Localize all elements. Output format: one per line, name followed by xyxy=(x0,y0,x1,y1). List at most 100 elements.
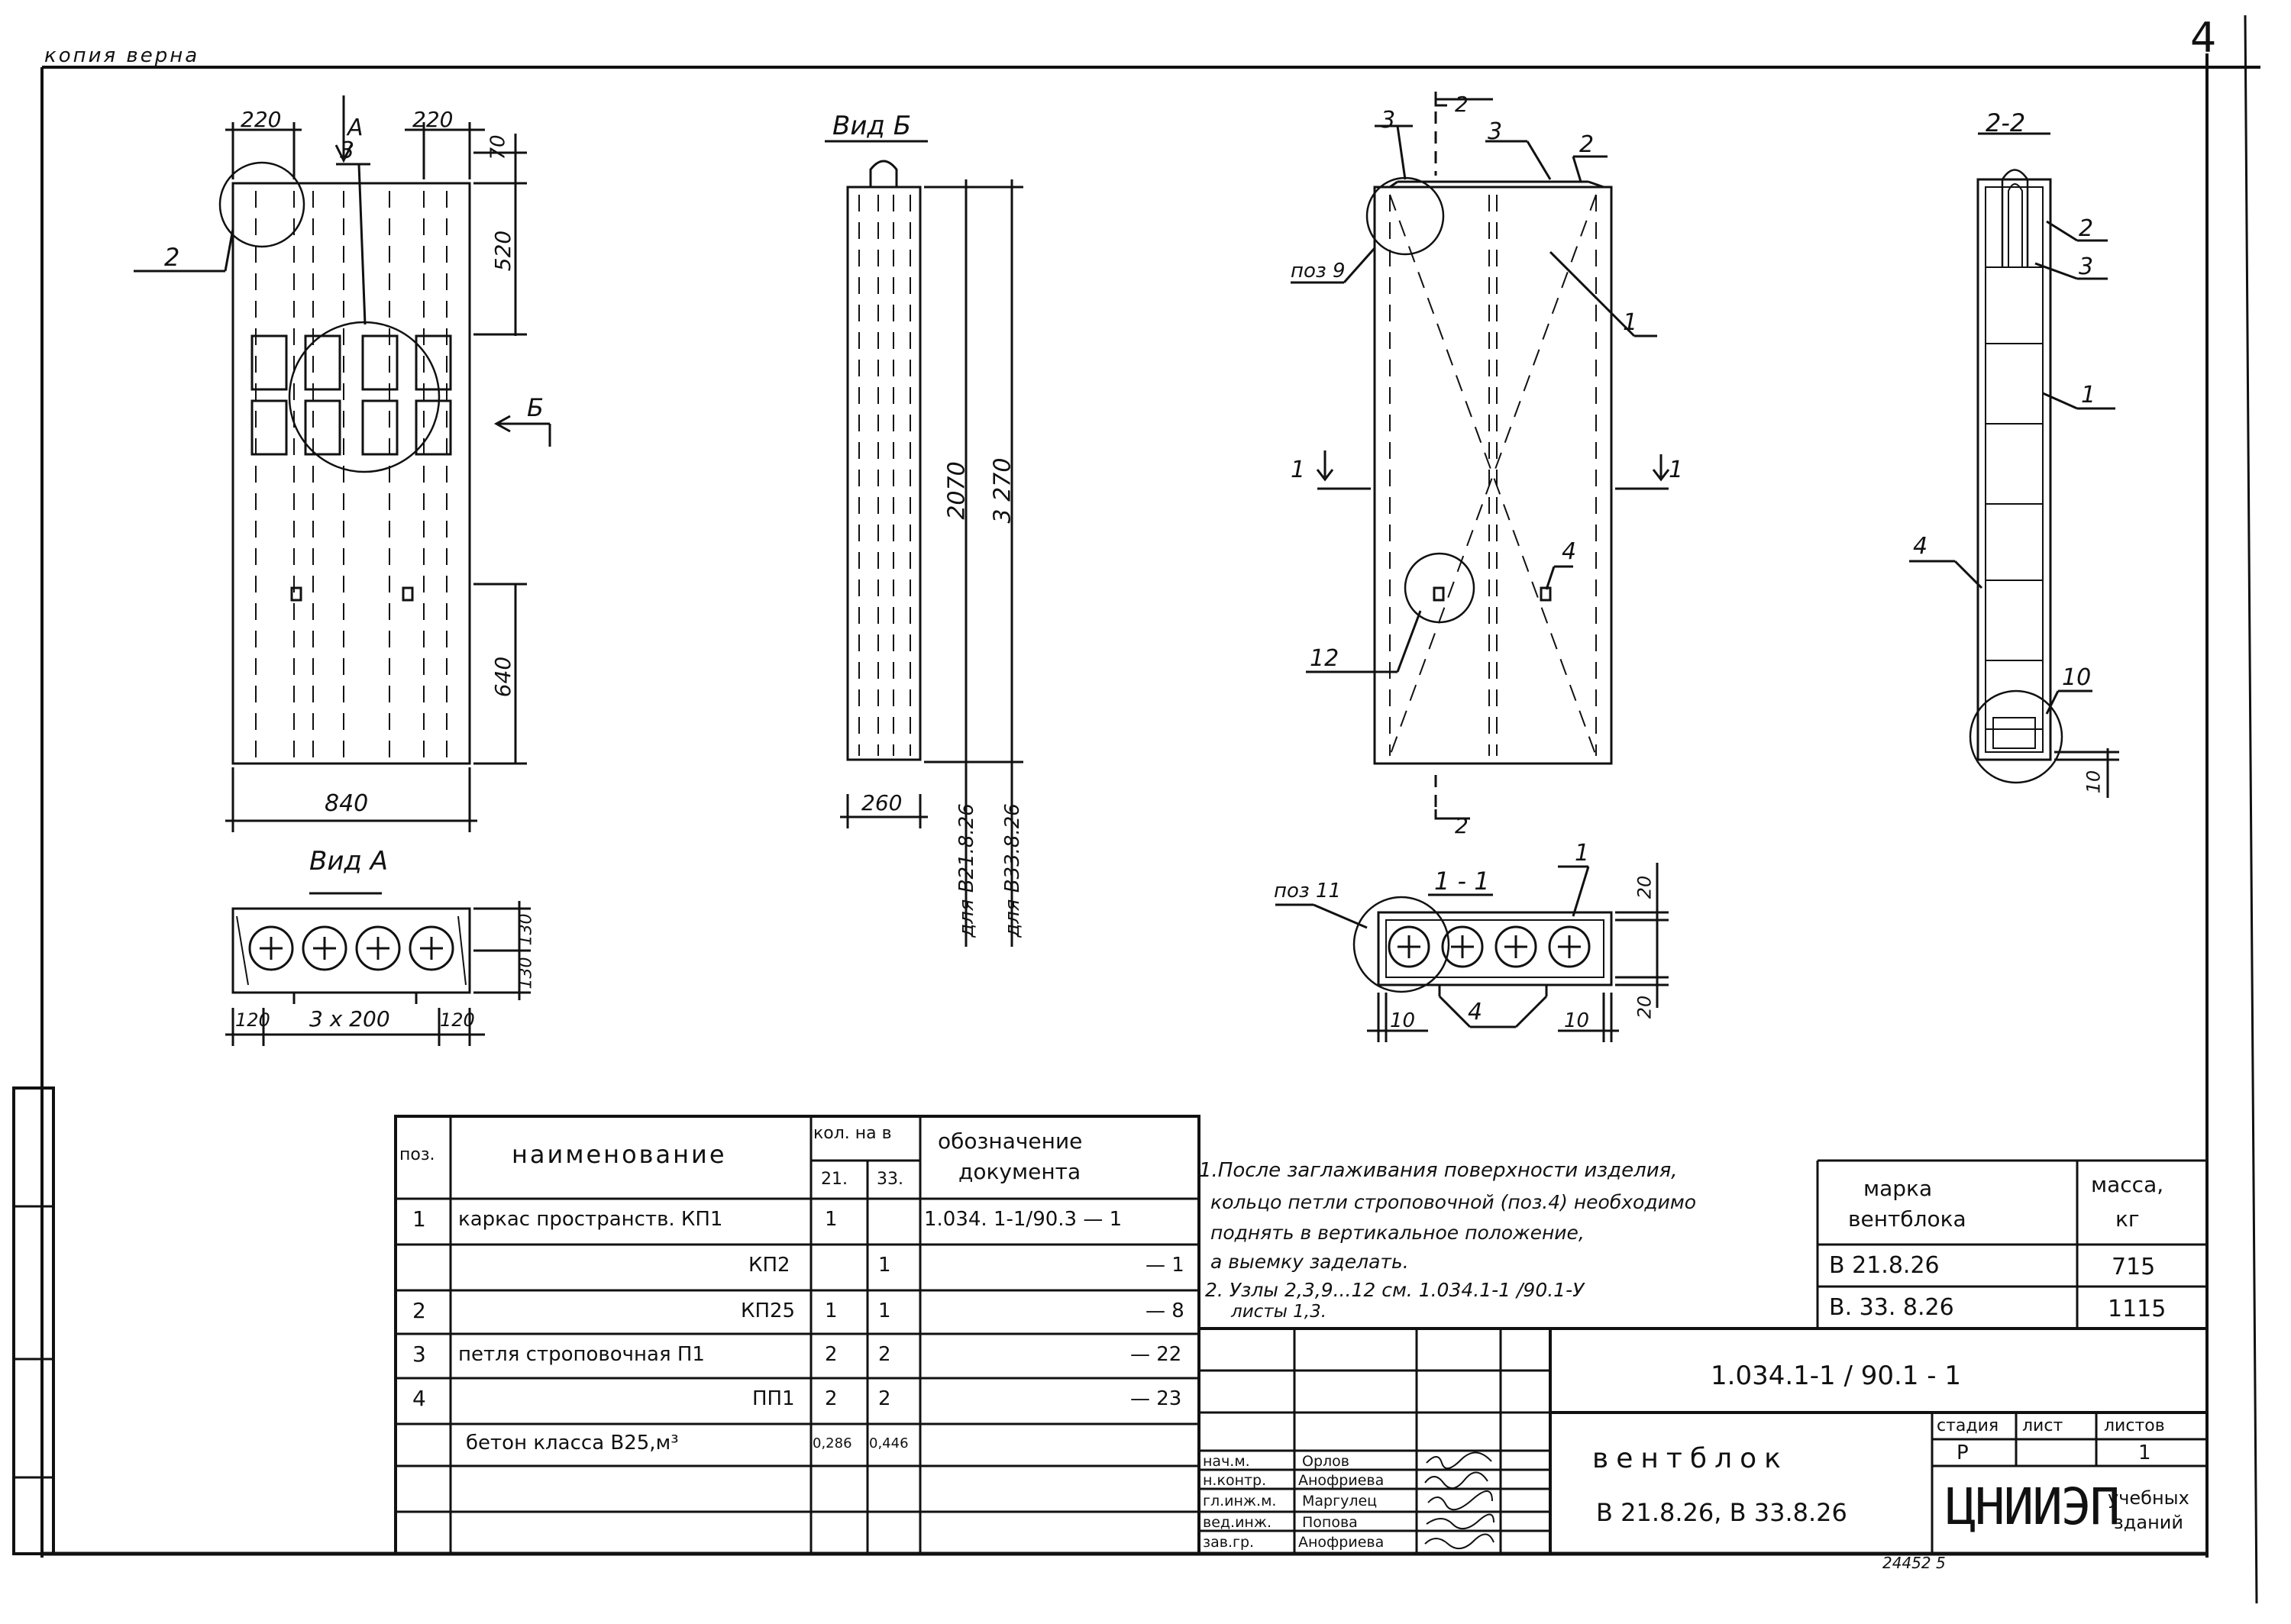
dim-70: 70 xyxy=(486,134,510,160)
callout-1-cut-left: 1 xyxy=(1291,457,1306,483)
callout-poz-9: поз 9 xyxy=(1291,260,1346,283)
spec-header-doc-1: обозначение xyxy=(938,1128,1083,1154)
callout-10-right: 10 xyxy=(2062,664,2092,691)
note-line-6: листы 1,3. xyxy=(1231,1302,1327,1322)
row-name: КП25 xyxy=(741,1300,796,1322)
callout-poz-11: поз 11 xyxy=(1274,880,1342,902)
row-q33: 1 xyxy=(878,1300,891,1322)
dim-20-bottom: 20 xyxy=(1633,995,1656,1019)
front-elevation xyxy=(134,95,551,832)
organization-sub-1: учебных xyxy=(2108,1487,2189,1509)
callout-3-rear: 3 xyxy=(1381,107,1396,134)
staff-role: н.контр. xyxy=(1203,1472,1267,1489)
callout-2-left: 2 xyxy=(164,243,180,272)
document-marks: В 21.8.26, В 33.8.26 xyxy=(1596,1498,1847,1527)
dim-note-21: для В21.8.26 xyxy=(955,803,978,938)
document-code: 1.034.1-1 / 90.1 - 1 xyxy=(1711,1361,1961,1391)
row-doc: — 1 xyxy=(1146,1254,1184,1277)
section-2-2 xyxy=(1909,132,2119,798)
callout-2-rear: 2 xyxy=(1579,131,1595,158)
callout-12: 12 xyxy=(1310,645,1339,672)
dim-10-vertical: 10 xyxy=(2083,770,2105,794)
signatures xyxy=(1424,1451,1494,1549)
row-q33: 1 xyxy=(878,1254,891,1277)
row-name: петля строповочная П1 xyxy=(458,1343,705,1366)
mass-header-mass-2: кг xyxy=(2115,1206,2140,1232)
view-b xyxy=(825,140,1023,947)
inventory-number: 24452 5 xyxy=(1882,1554,1946,1572)
stage-value: Р xyxy=(1957,1442,1969,1464)
row-doc: — 8 xyxy=(1146,1300,1184,1322)
row-q21: 2 xyxy=(825,1343,838,1366)
staff-role: зав.гр. xyxy=(1203,1534,1255,1551)
callout-2-right: 2 xyxy=(2079,215,2094,242)
spec-header-poz: поз. xyxy=(399,1145,435,1164)
note-line-3: поднять в вертикальное положение, xyxy=(1210,1222,1585,1244)
row-doc: — 22 xyxy=(1130,1343,1182,1366)
section-1-1 xyxy=(1275,863,1669,1042)
sheet-number: 4 xyxy=(2190,14,2217,62)
dim-3x200: 3 x 200 xyxy=(309,1006,390,1032)
spec-header-doc-2: документа xyxy=(958,1159,1081,1184)
mass-header-mass-1: масса, xyxy=(2091,1172,2164,1197)
spec-header-21: 21. xyxy=(821,1170,848,1189)
row-q21: 2 xyxy=(825,1387,838,1410)
row-q21: 1 xyxy=(825,1300,838,1322)
rear-elevation xyxy=(1291,92,1670,820)
row-poz: 3 xyxy=(412,1341,426,1367)
section-2-2-title: 2-2 xyxy=(1986,108,2026,137)
mass-header-mark-1: марка xyxy=(1863,1176,1933,1201)
spec-header-qty: кол. на в xyxy=(813,1124,892,1143)
callout-1-rear: 1 xyxy=(1623,309,1638,336)
callout-3-rear-b: 3 xyxy=(1488,118,1503,145)
callout-1-section: 1 xyxy=(1575,840,1590,867)
mass-row-mass: 715 xyxy=(2112,1254,2156,1280)
dim-220-left: 220 xyxy=(241,107,282,132)
row-poz: 4 xyxy=(412,1386,426,1411)
row-poz: 1 xyxy=(412,1206,426,1232)
spec-header-33: 33. xyxy=(877,1170,903,1189)
row-name: бетон класса В25,м³ xyxy=(466,1432,679,1454)
dim-120-left: 120 xyxy=(235,1009,270,1031)
dim-520: 520 xyxy=(490,230,516,272)
header-sheet: лист xyxy=(2022,1416,2063,1435)
staff-name: Анофриева xyxy=(1298,1472,1385,1489)
callout-2-cut-top: 2 xyxy=(1455,92,1469,117)
callout-2-cut-bottom: 2 xyxy=(1455,813,1469,838)
row-q33: 2 xyxy=(878,1387,891,1410)
note-line-2: кольцо петли строповочной (поз.4) необхо… xyxy=(1210,1191,1697,1213)
mass-row-mark: В. 33. 8.26 xyxy=(1829,1294,1954,1321)
callout-4-rear: 4 xyxy=(1562,538,1577,565)
row-name: КП2 xyxy=(748,1254,790,1277)
dim-3270: 3 270 xyxy=(989,457,1016,524)
callout-4-right: 4 xyxy=(1913,533,1928,560)
callout-3-right: 3 xyxy=(2079,253,2094,280)
staff-role: нач.м. xyxy=(1203,1453,1250,1470)
row-name: каркас пространств. КП1 xyxy=(458,1208,723,1231)
dim-640: 640 xyxy=(490,656,516,698)
section-1-1-title: 1 - 1 xyxy=(1434,867,1490,896)
callout-1-cut-right: 1 xyxy=(1669,457,1684,483)
spec-header-name: наименование xyxy=(512,1140,727,1169)
callout-3-left: 3 xyxy=(340,137,355,164)
row-doc: 1.034. 1-1/90.3 — 1 xyxy=(924,1208,1123,1231)
dim-10-right: 10 xyxy=(1564,1009,1590,1032)
organization-sub-2: зданий xyxy=(2114,1512,2183,1533)
row-name: ПП1 xyxy=(752,1387,795,1410)
dim-20-top: 20 xyxy=(1633,875,1656,899)
view-a xyxy=(225,892,531,1046)
staff-name: Маргулец xyxy=(1302,1493,1378,1509)
mass-row-mass: 1115 xyxy=(2108,1296,2167,1322)
dim-220-right: 220 xyxy=(412,107,454,132)
row-q21: 1 xyxy=(825,1208,838,1231)
organization-logo: ЦНИИЭП xyxy=(1946,1477,2120,1536)
dim-130-a: 130 xyxy=(516,913,536,946)
sheet-value: 1 xyxy=(2138,1442,2151,1464)
row-q33: 0,446 xyxy=(869,1435,909,1451)
dim-note-33: для В33.8.26 xyxy=(1000,803,1024,938)
note-line-1: 1.После заглаживания поверхности изделия… xyxy=(1199,1159,1678,1182)
dim-120-right: 120 xyxy=(440,1009,475,1031)
dim-2070: 2070 xyxy=(943,461,971,520)
